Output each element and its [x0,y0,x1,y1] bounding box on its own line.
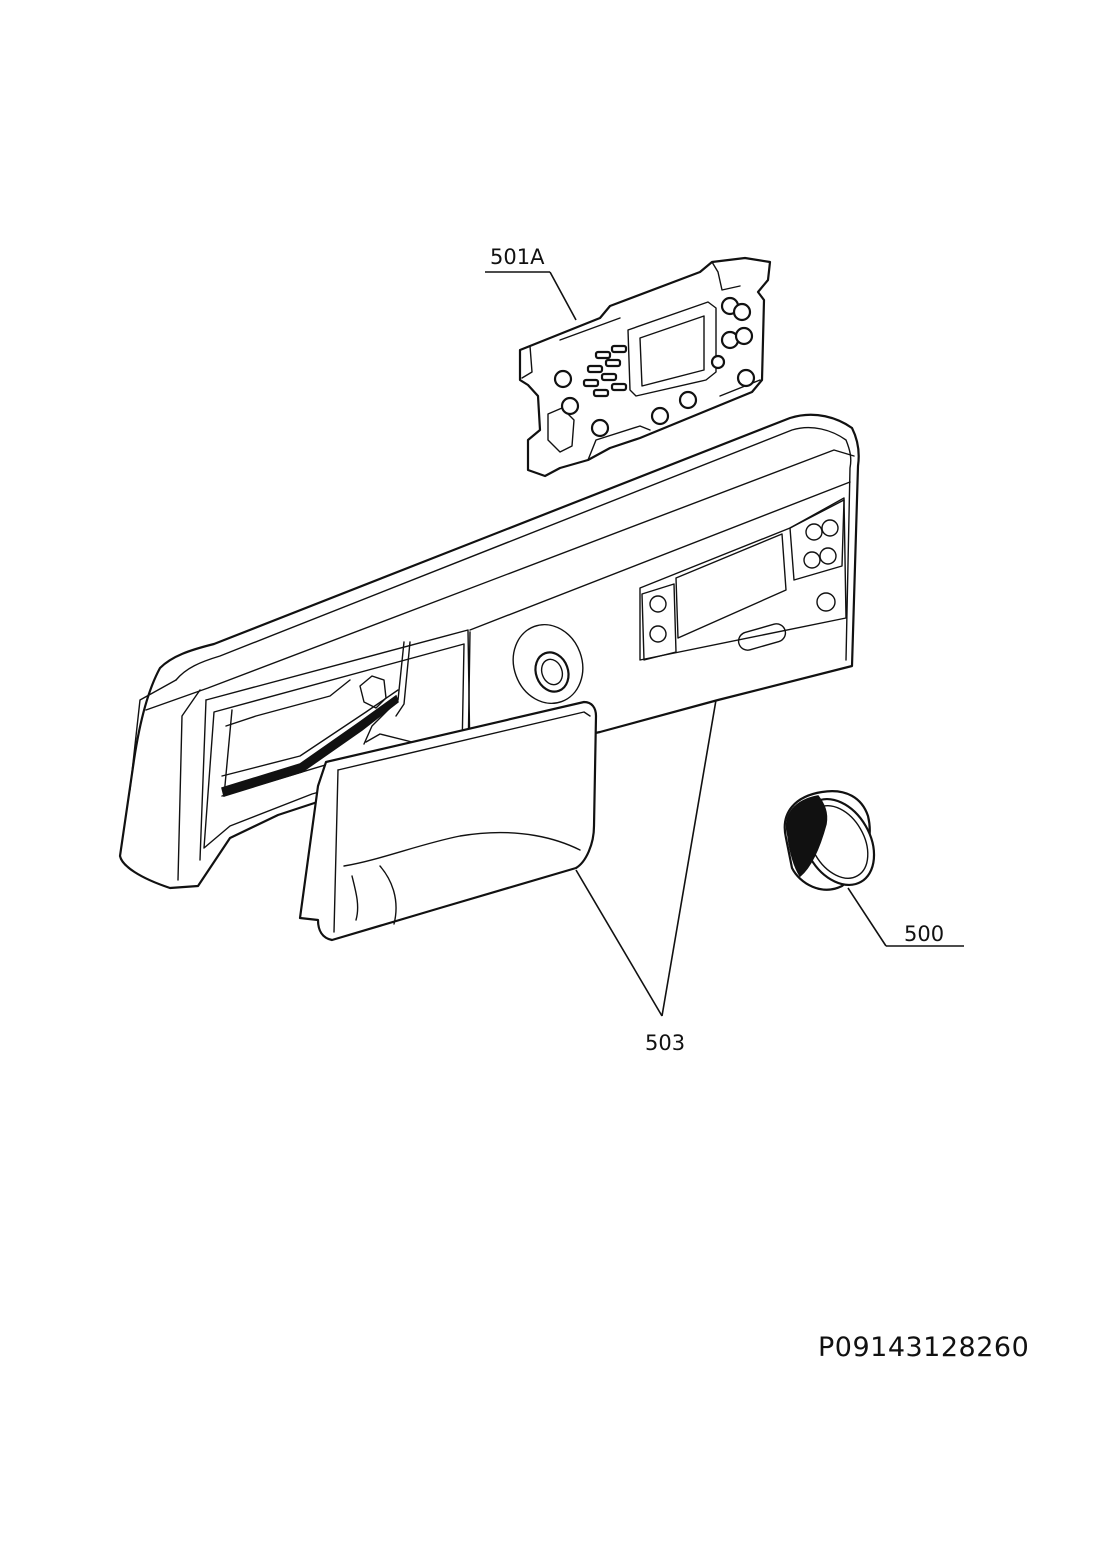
callout-label-501A: 501A [490,245,545,269]
callout-503: 503 [575,699,717,1055]
pcb-board-part [518,256,772,478]
callout-label-500: 500 [904,922,944,946]
control-panel-part [118,413,860,942]
knob-part [783,790,876,891]
callout-501A: 501A [485,245,577,321]
pcb-connector-pins [582,344,628,398]
pcb-push-buttons [553,296,756,438]
callout-500: 500 [847,887,964,947]
callout-label-503: 503 [645,1031,685,1055]
drawing-code: P09143128260 [818,1332,1030,1363]
